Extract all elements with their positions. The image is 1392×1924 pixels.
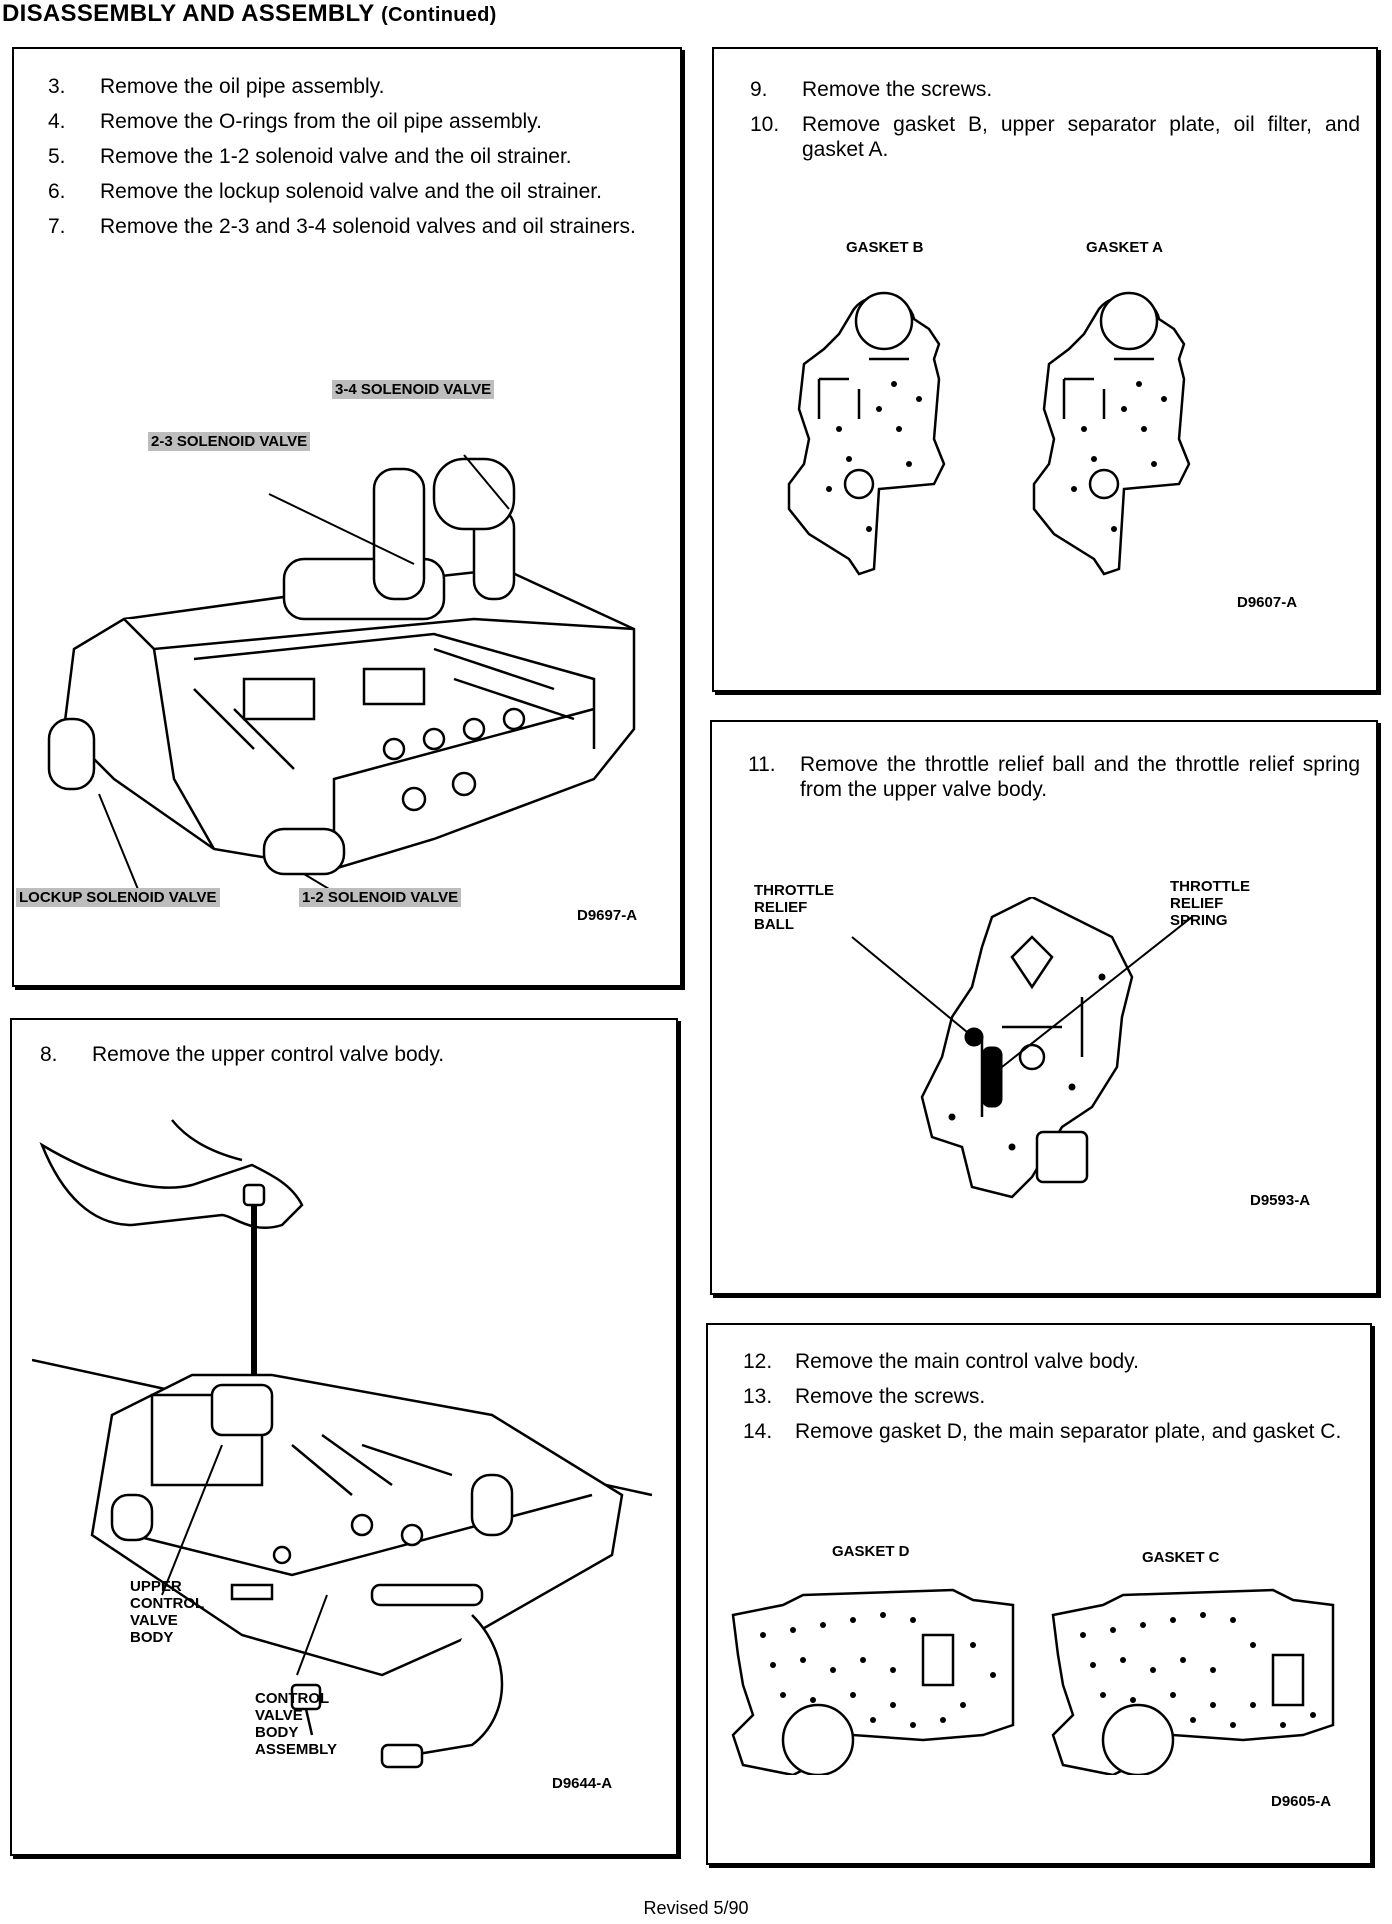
throttle-relief-illustration — [851, 897, 1192, 1199]
label-throttle-relief-spring: THROTTLE RELIEF SPRING — [1170, 878, 1250, 929]
panel-step-11: 11.Remove the throttle relief ball and t… — [710, 720, 1378, 1295]
figure-code: D9607-A — [1237, 594, 1298, 611]
label-lockup-solenoid: LOCKUP SOLENOID VALVE — [16, 888, 220, 907]
panel-step-8: 8.Remove the upper control valve body. — [10, 1018, 678, 1856]
step-3: 3.Remove the oil pipe assembly. — [48, 75, 385, 98]
step-11: 11.Remove the throttle relief ball and t… — [748, 753, 1360, 801]
panel-steps-12-14: 12.Remove the main control valve body. 1… — [706, 1323, 1372, 1865]
label-1-2-solenoid: 1-2 SOLENOID VALVE — [299, 888, 462, 907]
label-gasket-a: GASKET A — [1086, 239, 1163, 256]
step-list: 9.Remove the screws. 10.Remove gasket B,… — [750, 77, 1360, 172]
label-2-3-solenoid: 2-3 SOLENOID VALVE — [148, 432, 311, 451]
step-7: 7.Remove the 2-3 and 3-4 solenoid valves… — [48, 215, 636, 238]
page-title: DISASSEMBLY AND ASSEMBLY (Continued) — [2, 0, 497, 28]
label-gasket-b: GASKET B — [846, 239, 924, 256]
upper-valve-body-removal-illustration — [32, 1119, 653, 1769]
step-list: 3.Remove the oil pipe assembly. 4.Remove… — [48, 74, 663, 249]
step-4: 4.Remove the O-rings from the oil pipe a… — [48, 110, 542, 133]
label-gasket-c: GASKET C — [1142, 1549, 1220, 1566]
figure-code: D9605-A — [1271, 1793, 1332, 1810]
panel-steps-9-10: 9.Remove the screws. 10.Remove gasket B,… — [712, 47, 1378, 692]
step-12: 12.Remove the main control valve body. — [743, 1350, 1139, 1373]
step-5: 5.Remove the 1-2 solenoid valve and the … — [48, 145, 572, 168]
title-main: DISASSEMBLY AND ASSEMBLY — [2, 0, 375, 27]
step-13: 13.Remove the screws. — [743, 1385, 986, 1408]
step-9: 9.Remove the screws. — [750, 78, 993, 101]
step-list: 12.Remove the main control valve body. 1… — [743, 1349, 1355, 1454]
gasket-a-illustration — [1032, 291, 1191, 576]
gasket-d-illustration — [731, 1588, 1015, 1775]
label-throttle-relief-ball: THROTTLE RELIEF BALL — [754, 882, 834, 933]
label-gasket-d: GASKET D — [832, 1543, 910, 1560]
label-control-valve-body-assembly: CONTROL VALVE BODY ASSEMBLY — [255, 1690, 337, 1758]
step-10: 10.Remove gasket B, upper separator plat… — [750, 113, 1360, 161]
label-upper-control-valve-body: UPPER CONTROL VALVE BODY — [130, 1578, 205, 1646]
step-8: 8.Remove the upper control valve body. — [40, 1043, 445, 1066]
step-14: 14.Remove gasket D, the main separator p… — [743, 1420, 1342, 1443]
figure-code: D9644-A — [552, 1775, 613, 1792]
step-6: 6.Remove the lockup solenoid valve and t… — [48, 180, 602, 203]
panel-steps-3-7: 3.Remove the oil pipe assembly. 4.Remove… — [12, 47, 682, 987]
footer-revision: Revised 5/90 — [643, 1898, 749, 1918]
solenoid-valve-illustration — [47, 454, 636, 905]
figure-code: D9593-A — [1250, 1192, 1311, 1209]
gasket-c-illustration — [1051, 1588, 1335, 1775]
step-list: 8.Remove the upper control valve body. — [40, 1042, 650, 1077]
step-list: 11.Remove the throttle relief ball and t… — [748, 752, 1360, 812]
figure-code: D9697-A — [577, 907, 638, 924]
label-3-4-solenoid: 3-4 SOLENOID VALVE — [332, 380, 495, 399]
gasket-b-illustration — [787, 291, 946, 576]
title-continued: (Continued) — [381, 4, 497, 26]
